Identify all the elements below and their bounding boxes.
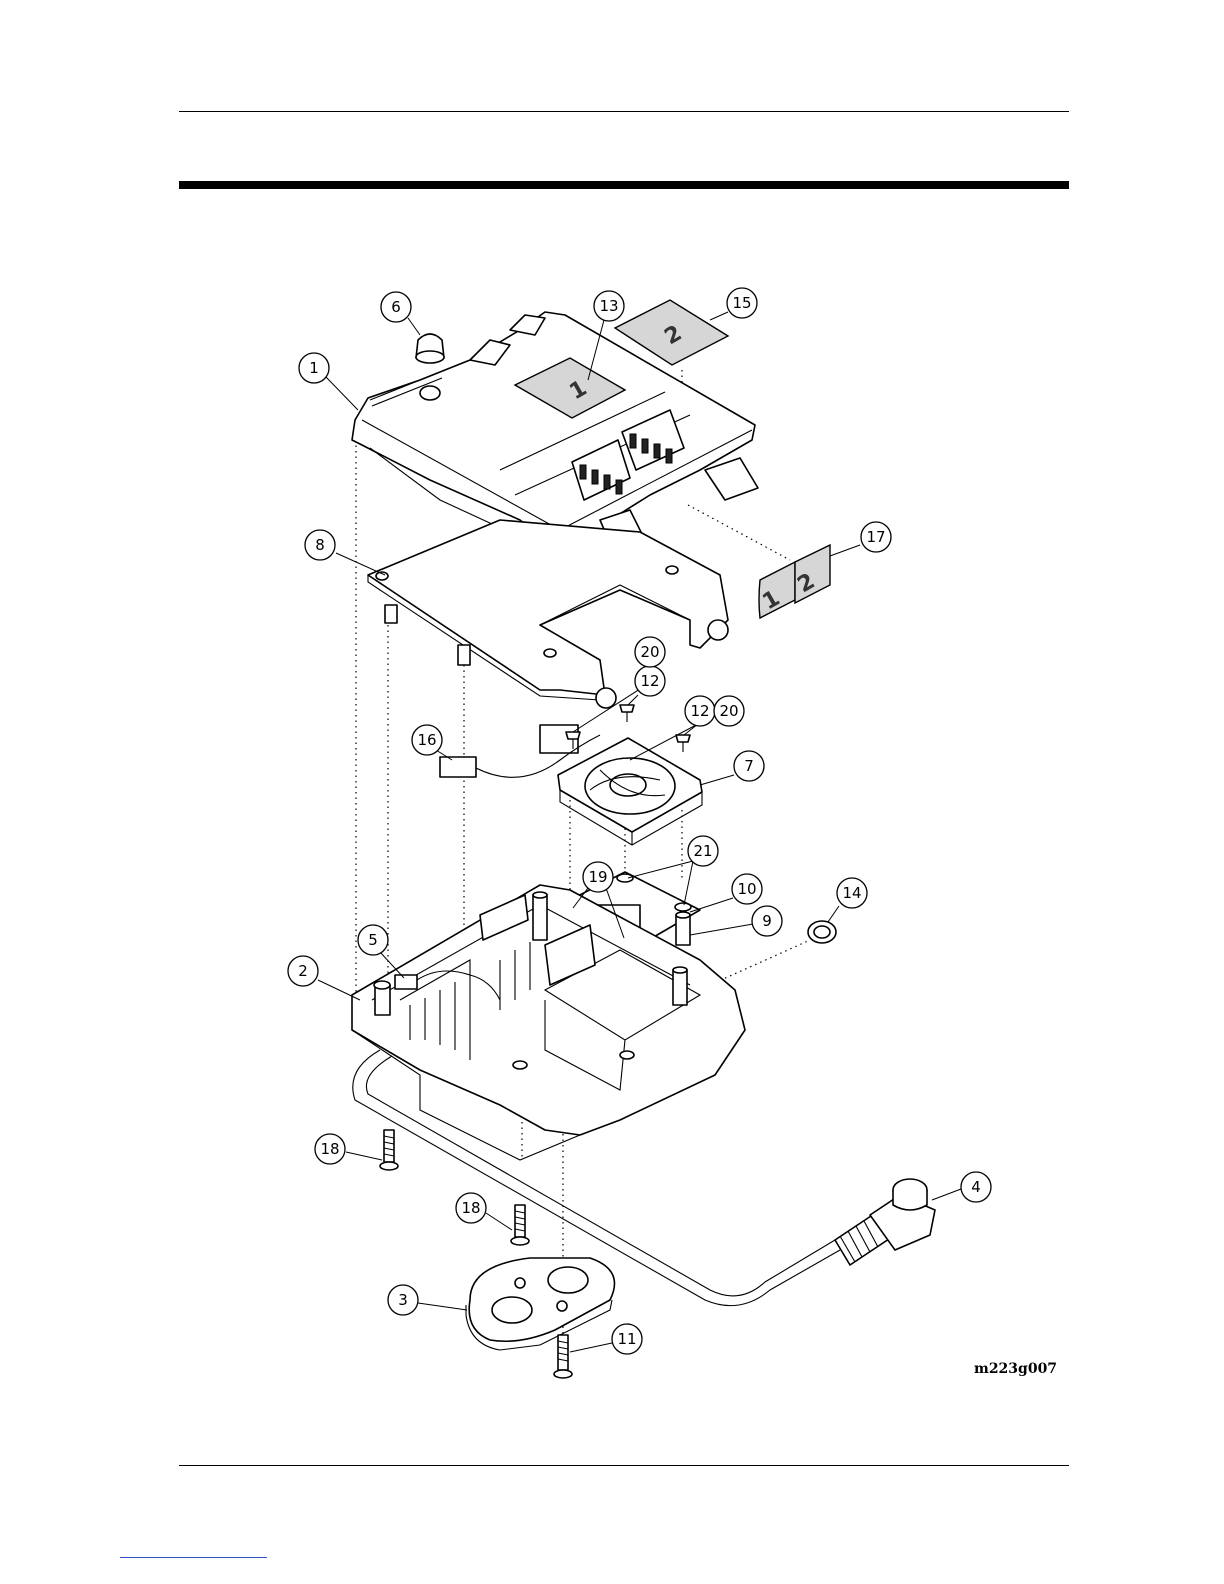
svg-text:2: 2 (298, 962, 308, 980)
svg-text:4: 4 (971, 1178, 981, 1196)
callout-14: 14 (837, 878, 867, 908)
foot-plate (466, 1258, 615, 1350)
svg-text:18: 18 (461, 1199, 480, 1217)
callout-20a: 20 (635, 637, 665, 667)
screws-18 (380, 1130, 529, 1245)
svg-text:3: 3 (398, 1291, 408, 1309)
svg-text:21: 21 (693, 842, 712, 860)
footer-rule (179, 1465, 1069, 1466)
svg-text:1: 1 (309, 359, 319, 377)
callout-15: 15 (727, 288, 757, 318)
svg-text:9: 9 (762, 912, 772, 930)
callout-16: 16 (412, 725, 442, 755)
callout-21: 21 (688, 836, 718, 866)
svg-text:5: 5 (368, 931, 378, 949)
callout-5: 5 (358, 925, 388, 955)
callout-18a: 18 (315, 1134, 345, 1164)
callout-3: 3 (388, 1285, 418, 1315)
svg-text:15: 15 (732, 294, 751, 312)
callout-18b: 18 (456, 1193, 486, 1223)
svg-text:19: 19 (588, 868, 607, 886)
svg-text:20: 20 (640, 643, 659, 661)
callout-10: 10 (732, 874, 762, 904)
callout-1: 1 (299, 353, 329, 383)
knob-cap (416, 334, 444, 363)
svg-text:17: 17 (866, 528, 885, 546)
cooling-fan (558, 738, 702, 845)
callout-11: 11 (612, 1324, 642, 1354)
callout-12b: 12 (685, 696, 715, 726)
svg-text:6: 6 (391, 298, 401, 316)
callout-17: 17 (861, 522, 891, 552)
svg-text:10: 10 (737, 880, 756, 898)
svg-text:13: 13 (599, 297, 618, 315)
callout-9: 9 (752, 906, 782, 936)
svg-text:12: 12 (690, 702, 709, 720)
svg-text:11: 11 (617, 1330, 636, 1348)
o-ring (808, 921, 836, 943)
screw-11 (554, 1335, 572, 1378)
callout-2: 2 (288, 956, 318, 986)
callout-20b: 20 (714, 696, 744, 726)
callout-4: 4 (961, 1172, 991, 1202)
callout-13: 13 (594, 291, 624, 321)
callout-6: 6 (381, 292, 411, 322)
svg-text:20: 20 (719, 702, 738, 720)
circuit-board (368, 520, 728, 708)
side-label-pair: 1 2 (759, 545, 831, 618)
svg-text:8: 8 (315, 536, 325, 554)
footer-link-underline[interactable] (120, 1557, 267, 1558)
svg-text:12: 12 (640, 672, 659, 690)
svg-text:7: 7 (744, 757, 754, 775)
svg-text:14: 14 (842, 884, 861, 902)
svg-text:18: 18 (320, 1140, 339, 1158)
figure-id: m223g007 (974, 1361, 1057, 1377)
callout-19: 19 (583, 862, 613, 892)
svg-text:16: 16 (417, 731, 436, 749)
callout-8: 8 (305, 530, 335, 560)
callout-7: 7 (734, 751, 764, 781)
callout-12a: 12 (635, 666, 665, 696)
